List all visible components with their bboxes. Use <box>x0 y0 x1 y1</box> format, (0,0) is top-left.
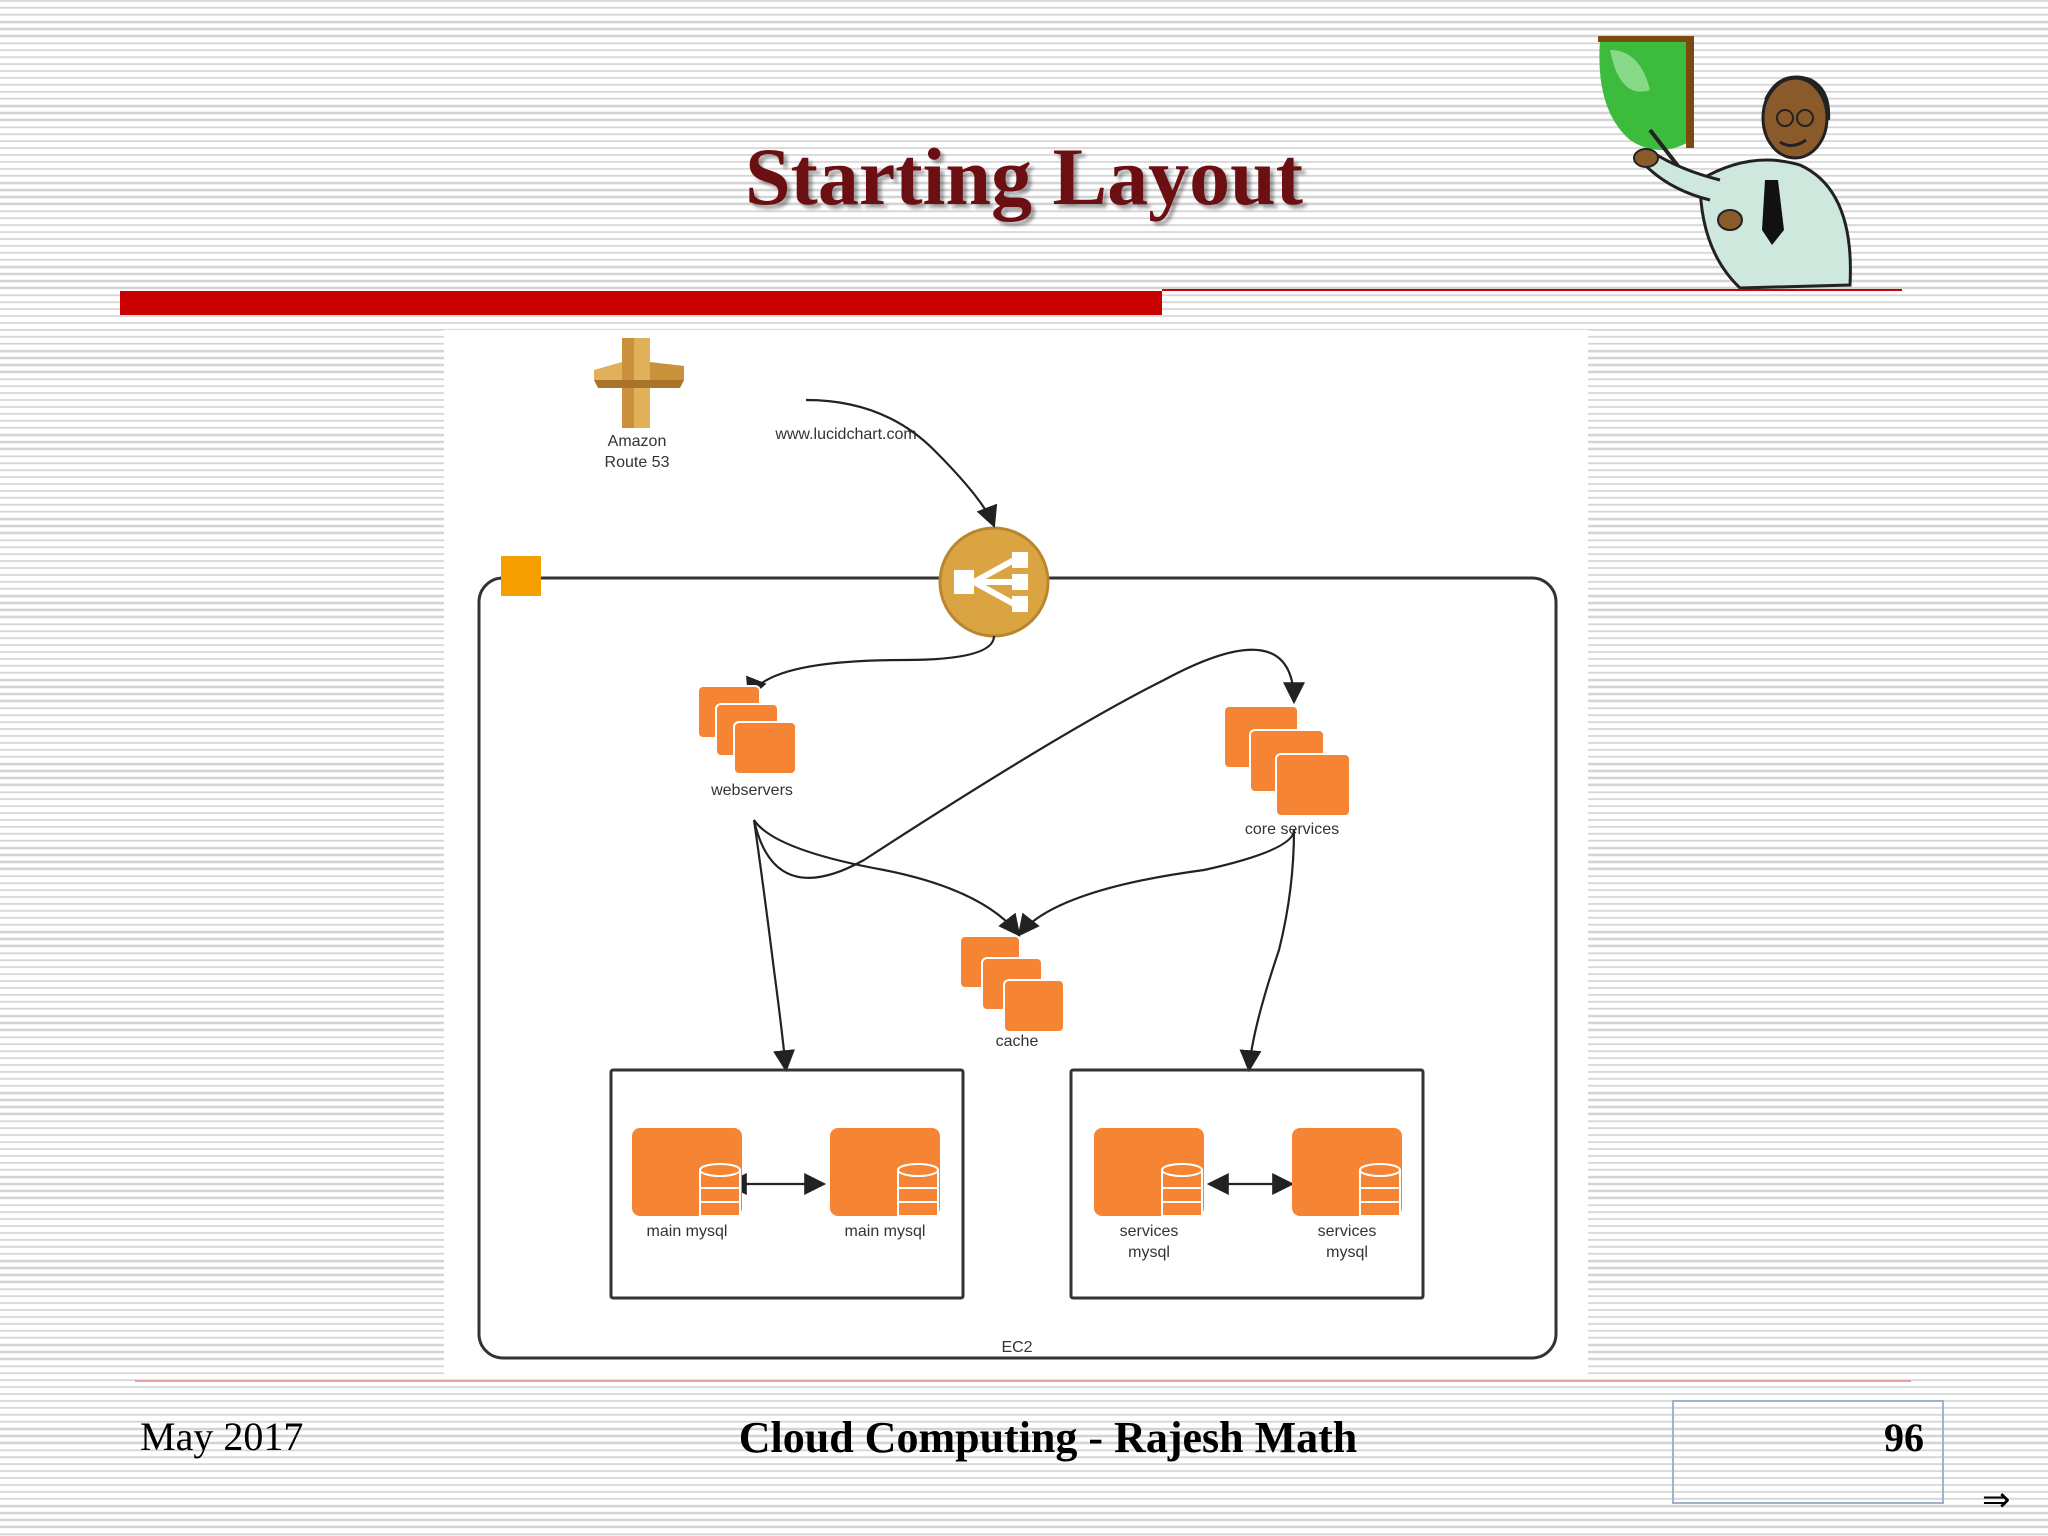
title-rule-thick <box>120 291 1162 315</box>
architecture-diagram: EC2 Amazon Route 53 www.lucidchart.com <box>444 330 1588 1375</box>
services-mysql-2-label-line1: services <box>1318 1223 1377 1240</box>
load-balancer-icon <box>938 526 1050 638</box>
core-services-icon <box>1223 705 1351 817</box>
presenter-clipart-icon <box>1598 36 1852 290</box>
core-services-label: core services <box>1245 821 1339 838</box>
services-mysql-1-icon <box>1094 1128 1204 1217</box>
domain-label: www.lucidchart.com <box>774 426 916 443</box>
cache-icon <box>959 935 1065 1033</box>
title-rule-thin <box>1162 289 1902 291</box>
slide-title: Starting Layout <box>744 131 1304 222</box>
route53-label-line1: Amazon <box>608 433 667 450</box>
footer-date: May 2017 <box>140 1414 304 1459</box>
services-mysql-2-label-line2: mysql <box>1326 1244 1368 1261</box>
route53-label-line2: Route 53 <box>605 454 670 471</box>
services-mysql-1-label-line2: mysql <box>1128 1244 1170 1261</box>
ec2-region-icon <box>501 556 541 596</box>
main-mysql-1-label: main mysql <box>647 1223 728 1240</box>
next-slide-icon[interactable]: ⇒ <box>1982 1480 2011 1520</box>
main-mysql-2-icon <box>830 1128 940 1217</box>
page-number: 96 <box>1884 1415 1924 1460</box>
main-mysql-2-label: main mysql <box>845 1223 926 1240</box>
route53-icon <box>594 338 684 428</box>
services-mysql-group <box>1069 1068 1425 1300</box>
services-mysql-1-label-line1: services <box>1120 1223 1179 1240</box>
webservers-label: webservers <box>710 782 793 799</box>
main-mysql-1-icon <box>632 1128 742 1217</box>
cache-label: cache <box>996 1033 1039 1050</box>
services-mysql-2-icon <box>1292 1128 1402 1217</box>
ec2-label: EC2 <box>1001 1339 1032 1356</box>
footer-rule <box>135 1380 1911 1382</box>
main-mysql-group <box>609 1068 965 1300</box>
footer-title: Cloud Computing - Rajesh Math <box>738 1413 1358 1462</box>
page-number-box: 96 <box>1672 1400 1944 1504</box>
webservers-icon <box>697 685 797 775</box>
